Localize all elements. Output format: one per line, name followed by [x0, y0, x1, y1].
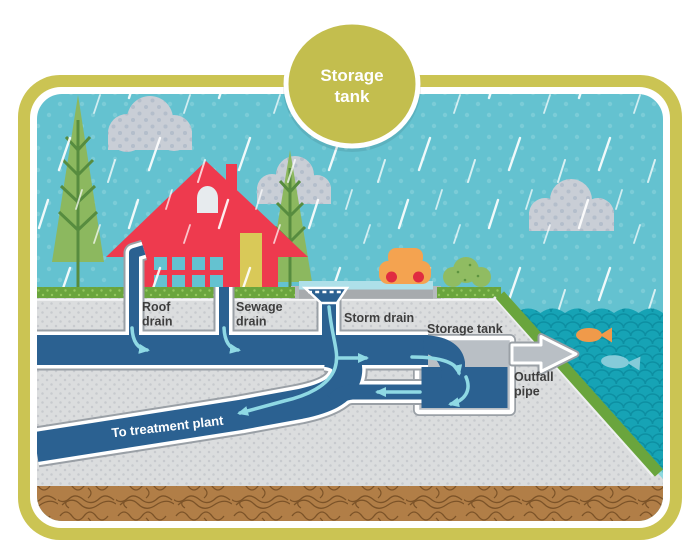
- badge-title: tank: [335, 87, 371, 106]
- storage-tank-badge: Storage tank: [283, 19, 421, 152]
- sewage-drain-label: drain: [236, 315, 267, 329]
- flow-arrow-icon: [448, 375, 470, 408]
- outfall-pipe-label: Outfall: [514, 370, 554, 384]
- flow-arrows: [130, 305, 470, 416]
- diagram-labels: Roof drain Sewage drain Storm drain Stor…: [111, 300, 554, 440]
- car-icon: [379, 248, 431, 284]
- flow-arrow-icon: [237, 305, 339, 416]
- sewage-drain-label: Sewage: [236, 300, 283, 314]
- flow-arrow-icon: [410, 355, 463, 376]
- grass: [37, 287, 501, 298]
- badge-title: Storage: [320, 66, 383, 85]
- fish-icon: [576, 327, 612, 343]
- flow-arrow-icon: [130, 326, 150, 354]
- rain-streaks: [37, 94, 663, 314]
- scene: Roof drain Sewage drain Storm drain Stor…: [37, 94, 663, 521]
- outfall-pipe-icon: [508, 333, 580, 375]
- storm-drain-inlet: [301, 286, 350, 305]
- roof-drain-label: drain: [142, 315, 173, 329]
- road: [295, 289, 437, 299]
- flow-arrow-icon: [222, 326, 241, 354]
- flood-water: [299, 281, 433, 290]
- headlight: [413, 271, 424, 283]
- roof-drain-label: Roof: [142, 300, 171, 314]
- grass-bank: [495, 291, 663, 477]
- bank-edge: [493, 296, 654, 477]
- bush-icon: [443, 257, 491, 287]
- soil-layer: [37, 486, 663, 521]
- headlight: [386, 271, 397, 283]
- outfall-pipe-label: pipe: [514, 385, 540, 399]
- fish-icon: [601, 355, 641, 371]
- storm-drain-label: Storm drain: [344, 311, 414, 325]
- storage-tank-label: Storage tank: [427, 322, 503, 336]
